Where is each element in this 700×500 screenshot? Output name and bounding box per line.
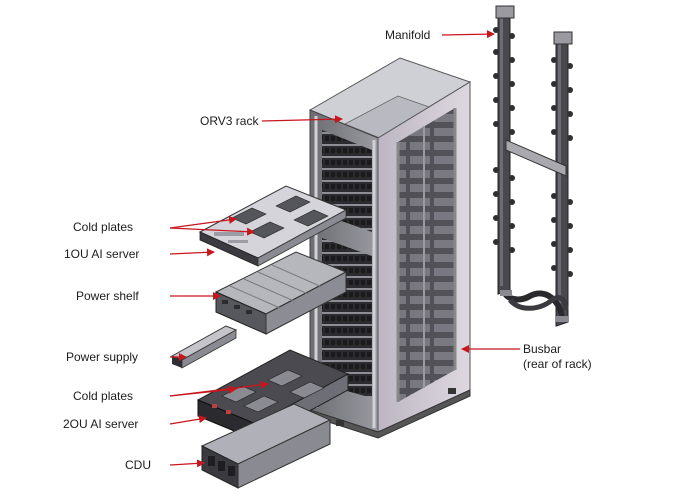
arrow-manifold [441, 30, 495, 39]
arrow-2ou-server [169, 415, 207, 425]
label-2ou-server: 2OU AI server [63, 417, 139, 431]
label-orv3-rack: ORV3 rack [200, 114, 259, 128]
arrow-cold-plates-bottom-2 [169, 380, 269, 397]
callout-arrows [169, 30, 520, 468]
arrow-1ou-server [169, 248, 215, 257]
power-shelf [214, 251, 348, 335]
arrow-orv3-rack [261, 115, 343, 124]
label-cold-plates-bottom: Cold plates [73, 389, 134, 403]
arrow-cdu [169, 459, 205, 468]
label-busbar-line2: (rear of rack) [523, 357, 592, 371]
power-supply [170, 325, 238, 369]
label-busbar-line1: Busbar [523, 342, 562, 356]
label-cold-plates-top: Cold plates [73, 220, 134, 234]
server-1ou [198, 185, 348, 267]
label-power-shelf: Power shelf [76, 289, 139, 303]
label-cdu: CDU [125, 458, 151, 472]
label-busbar: Busbar (rear of rack) [523, 342, 592, 372]
rack-side-slots [398, 108, 455, 402]
cold-plates-2ou [221, 369, 325, 413]
label-power-supply: Power supply [66, 350, 139, 364]
cold-plates-1ou [231, 195, 329, 239]
label-1ou-server: 1OU AI server [64, 247, 140, 261]
arrow-cold-plates-top-1 [169, 215, 237, 229]
label-manifold: Manifold [385, 28, 431, 42]
manifold [493, 5, 573, 327]
cdu [200, 403, 332, 489]
arrow-cold-plates-top-2 [169, 227, 255, 236]
